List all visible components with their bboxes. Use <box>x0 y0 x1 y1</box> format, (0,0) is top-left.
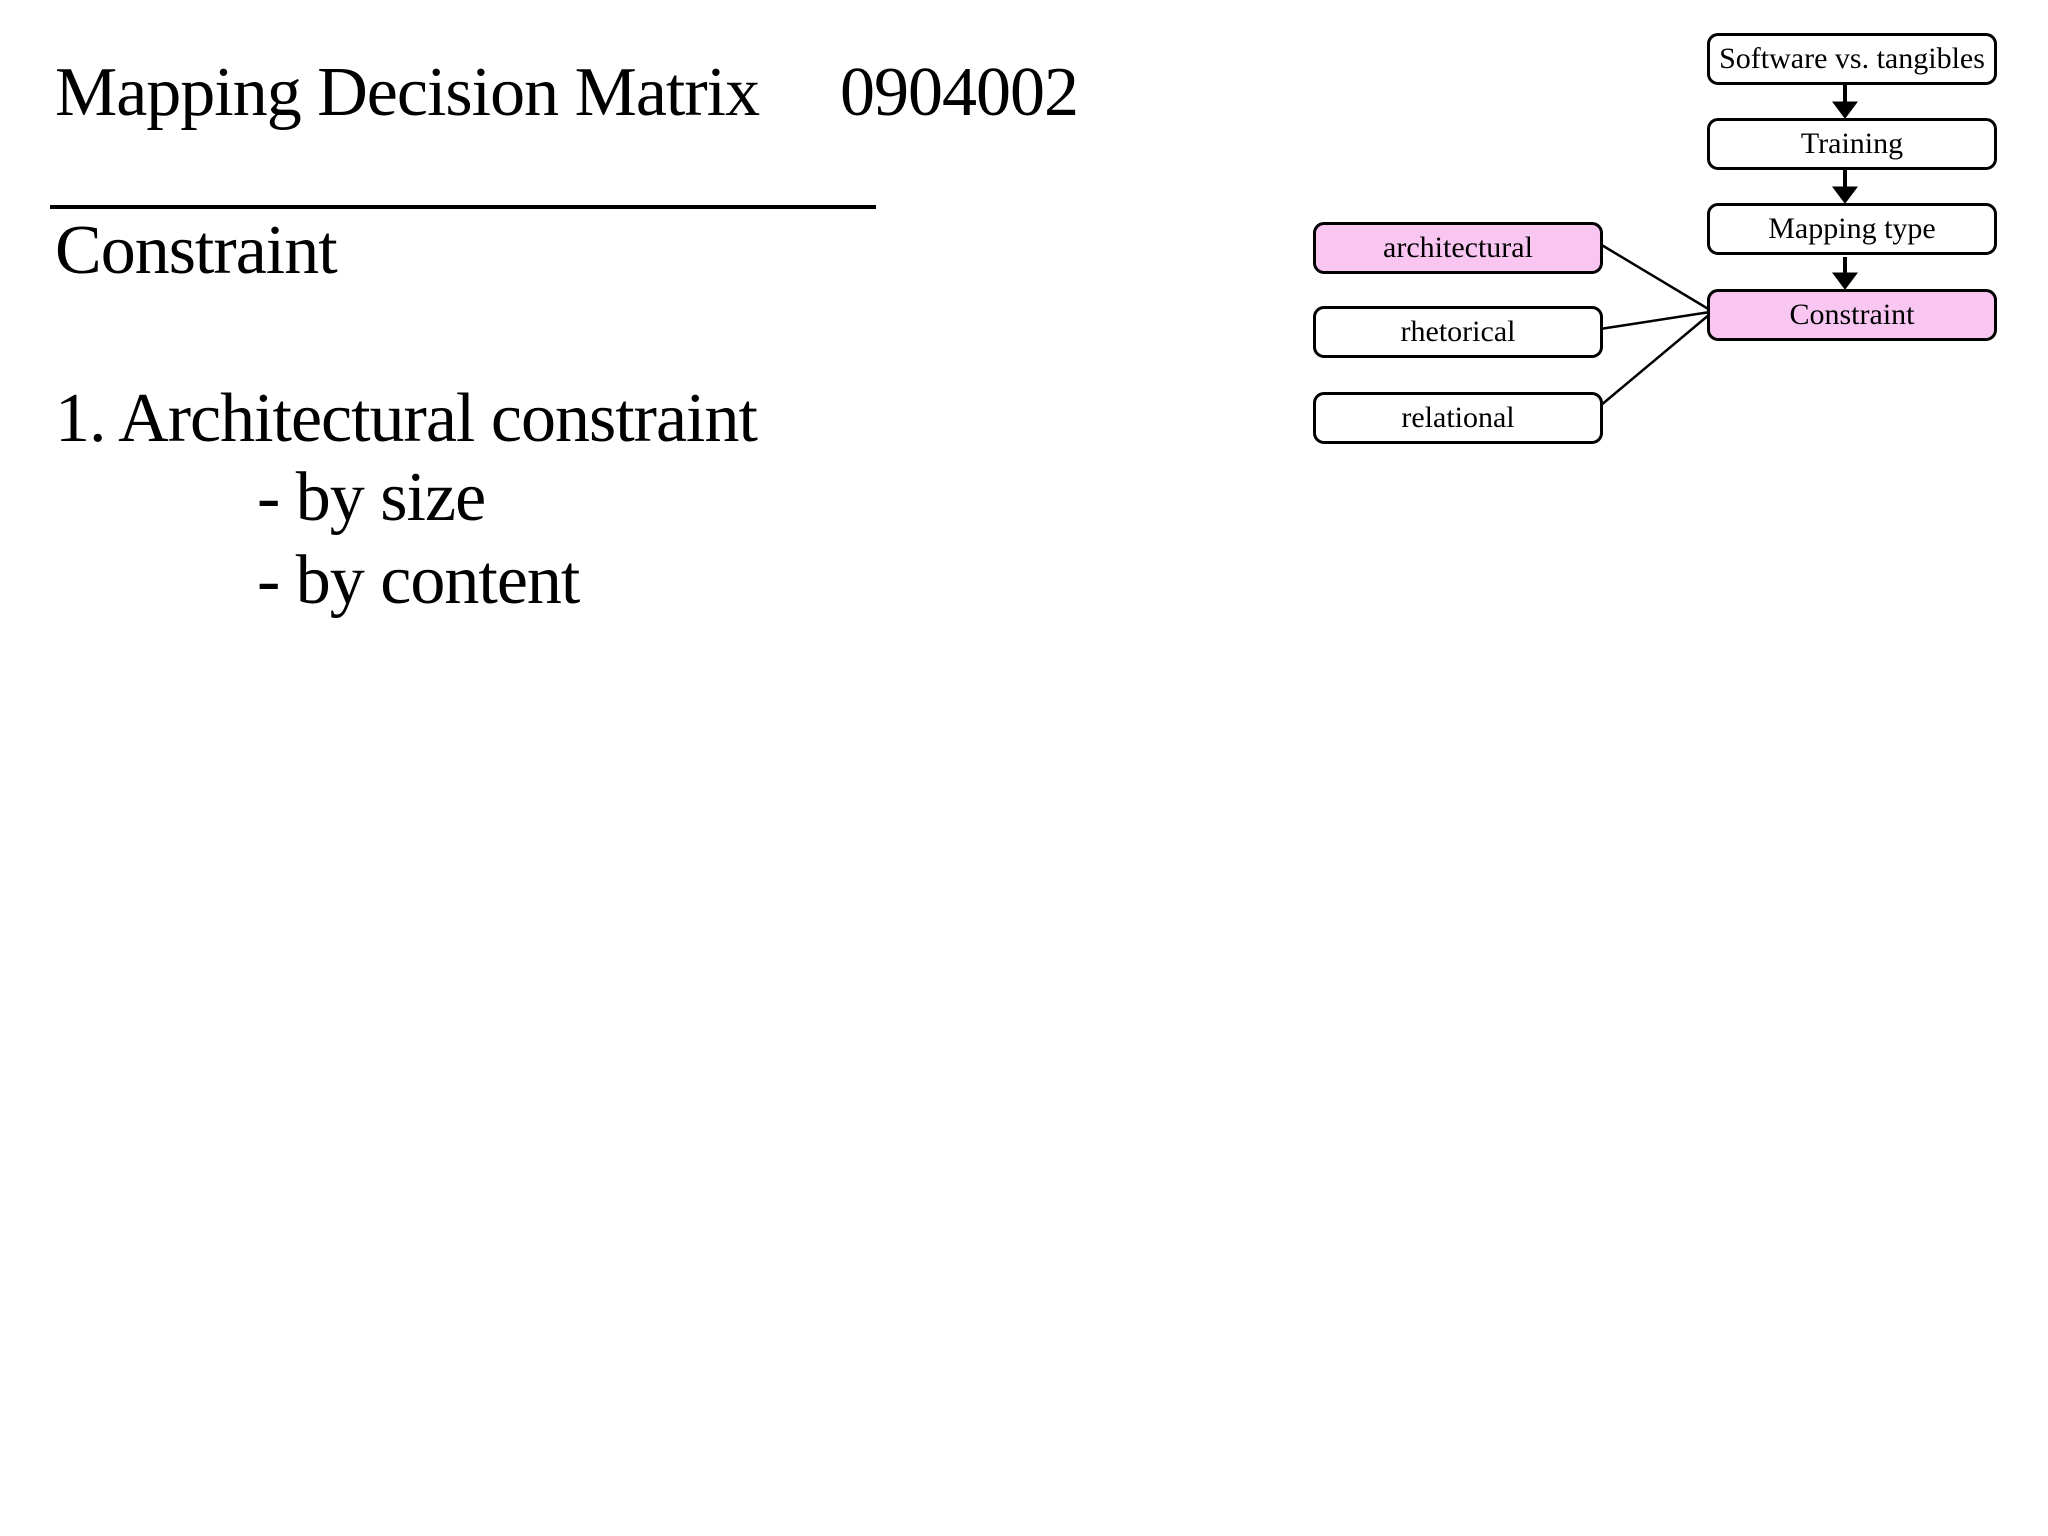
section-heading: Constraint <box>55 212 338 289</box>
flow-arrow-icon <box>1832 85 1858 290</box>
slide-code: 0904002 <box>840 54 1079 131</box>
flow-box-label: Software vs. tangibles <box>1719 42 1985 75</box>
flow-box-training: Training <box>1707 118 1997 170</box>
list-subitem-by-size: - by size <box>257 459 486 536</box>
connector-rhetorical-to-constraint <box>1599 310 1711 331</box>
list-subitem-by-content: - by content <box>257 542 580 619</box>
flow-box-constraint: Constraint <box>1707 289 1997 341</box>
list-item-architectural-constraint: 1. Architectural constraint <box>55 380 758 457</box>
connector-relational-to-constraint <box>1599 313 1711 407</box>
page-title: Mapping Decision Matrix <box>55 54 760 131</box>
flow-box-mapping-type: Mapping type <box>1707 203 1997 255</box>
flow-box-software-vs-tangibles: Software vs. tangibles <box>1707 33 1997 85</box>
option-box-label: rhetorical <box>1400 315 1516 348</box>
option-box-rhetorical: rhetorical <box>1313 306 1603 358</box>
option-box-architectural: architectural <box>1313 222 1603 274</box>
title-underline <box>50 205 876 209</box>
flow-box-label: Constraint <box>1789 298 1915 331</box>
connector-architectural-to-constraint <box>1599 242 1711 312</box>
option-box-relational: relational <box>1313 392 1603 444</box>
flow-box-label: Mapping type <box>1768 212 1936 245</box>
option-box-label: architectural <box>1383 231 1533 264</box>
option-box-label: relational <box>1401 401 1515 434</box>
flow-box-label: Training <box>1800 127 1904 160</box>
